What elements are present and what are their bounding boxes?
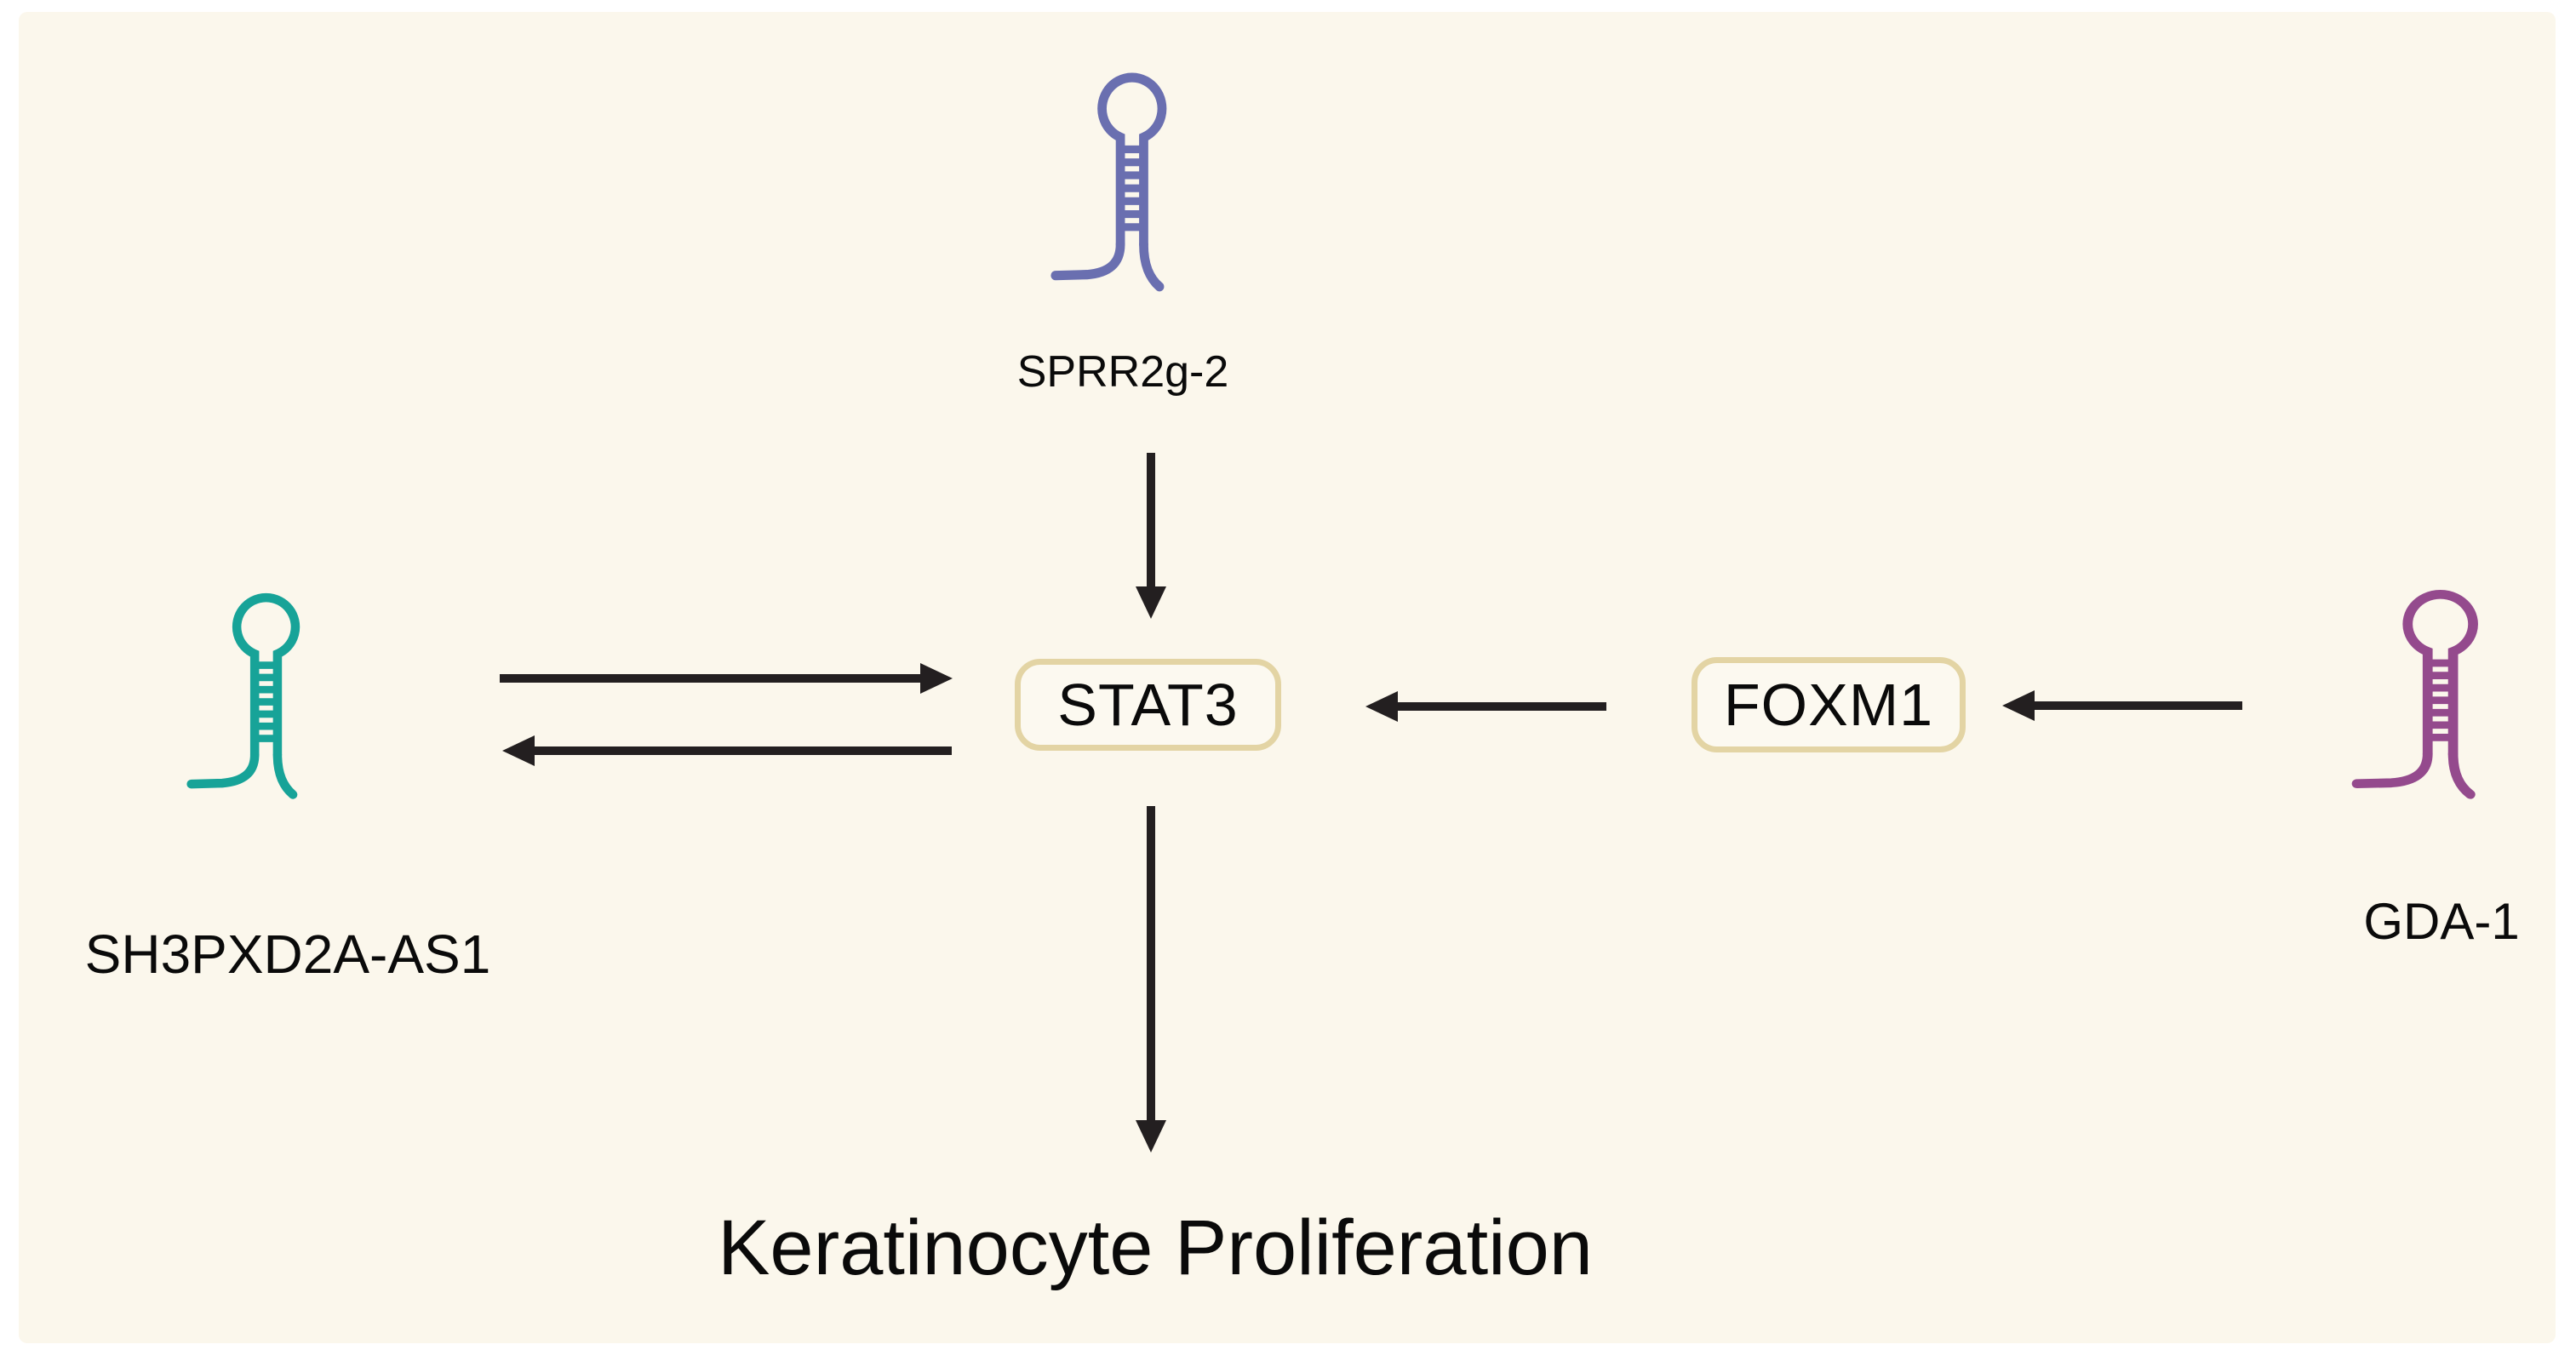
arrow-foxm1-to-stat3: [1365, 691, 1606, 722]
arrow-gda1-to-foxm1: [2002, 690, 2242, 721]
label-sprr2g2: SPRR2g-2: [1016, 347, 1229, 397]
arrow-sh3pxd2a-to-stat3: [500, 663, 953, 694]
label-outcome: Keratinocyte Proliferation: [718, 1204, 1593, 1291]
rna-hairpin-icon-sprr2g2: [1049, 63, 1199, 296]
label-gda1: GDA-1: [2363, 893, 2520, 950]
foxm1-text: FOXM1: [1723, 672, 1934, 738]
diagram-canvas: SPRR2g-2 SH3PXD2A-AS1 GDA-1 Keratinocyte…: [19, 12, 2556, 1343]
arrow-stat3-to-sh3pxd2a: [502, 735, 952, 766]
arrows-layer: [500, 453, 2242, 1153]
rna-hairpin-icon-gda1: [2350, 581, 2513, 804]
stat3-text: STAT3: [1057, 672, 1239, 738]
rna-hairpin-icon-sh3pxd2a-as1: [185, 584, 331, 804]
arrow-sprr2g2-to-stat3: [1136, 453, 1166, 619]
label-sh3pxd2a-as1: SH3PXD2A-AS1: [84, 924, 491, 985]
gene-box-stat3: STAT3: [1015, 659, 1281, 751]
arrow-stat3-to-outcome: [1136, 806, 1166, 1153]
gene-box-foxm1: FOXM1: [1692, 657, 1966, 752]
